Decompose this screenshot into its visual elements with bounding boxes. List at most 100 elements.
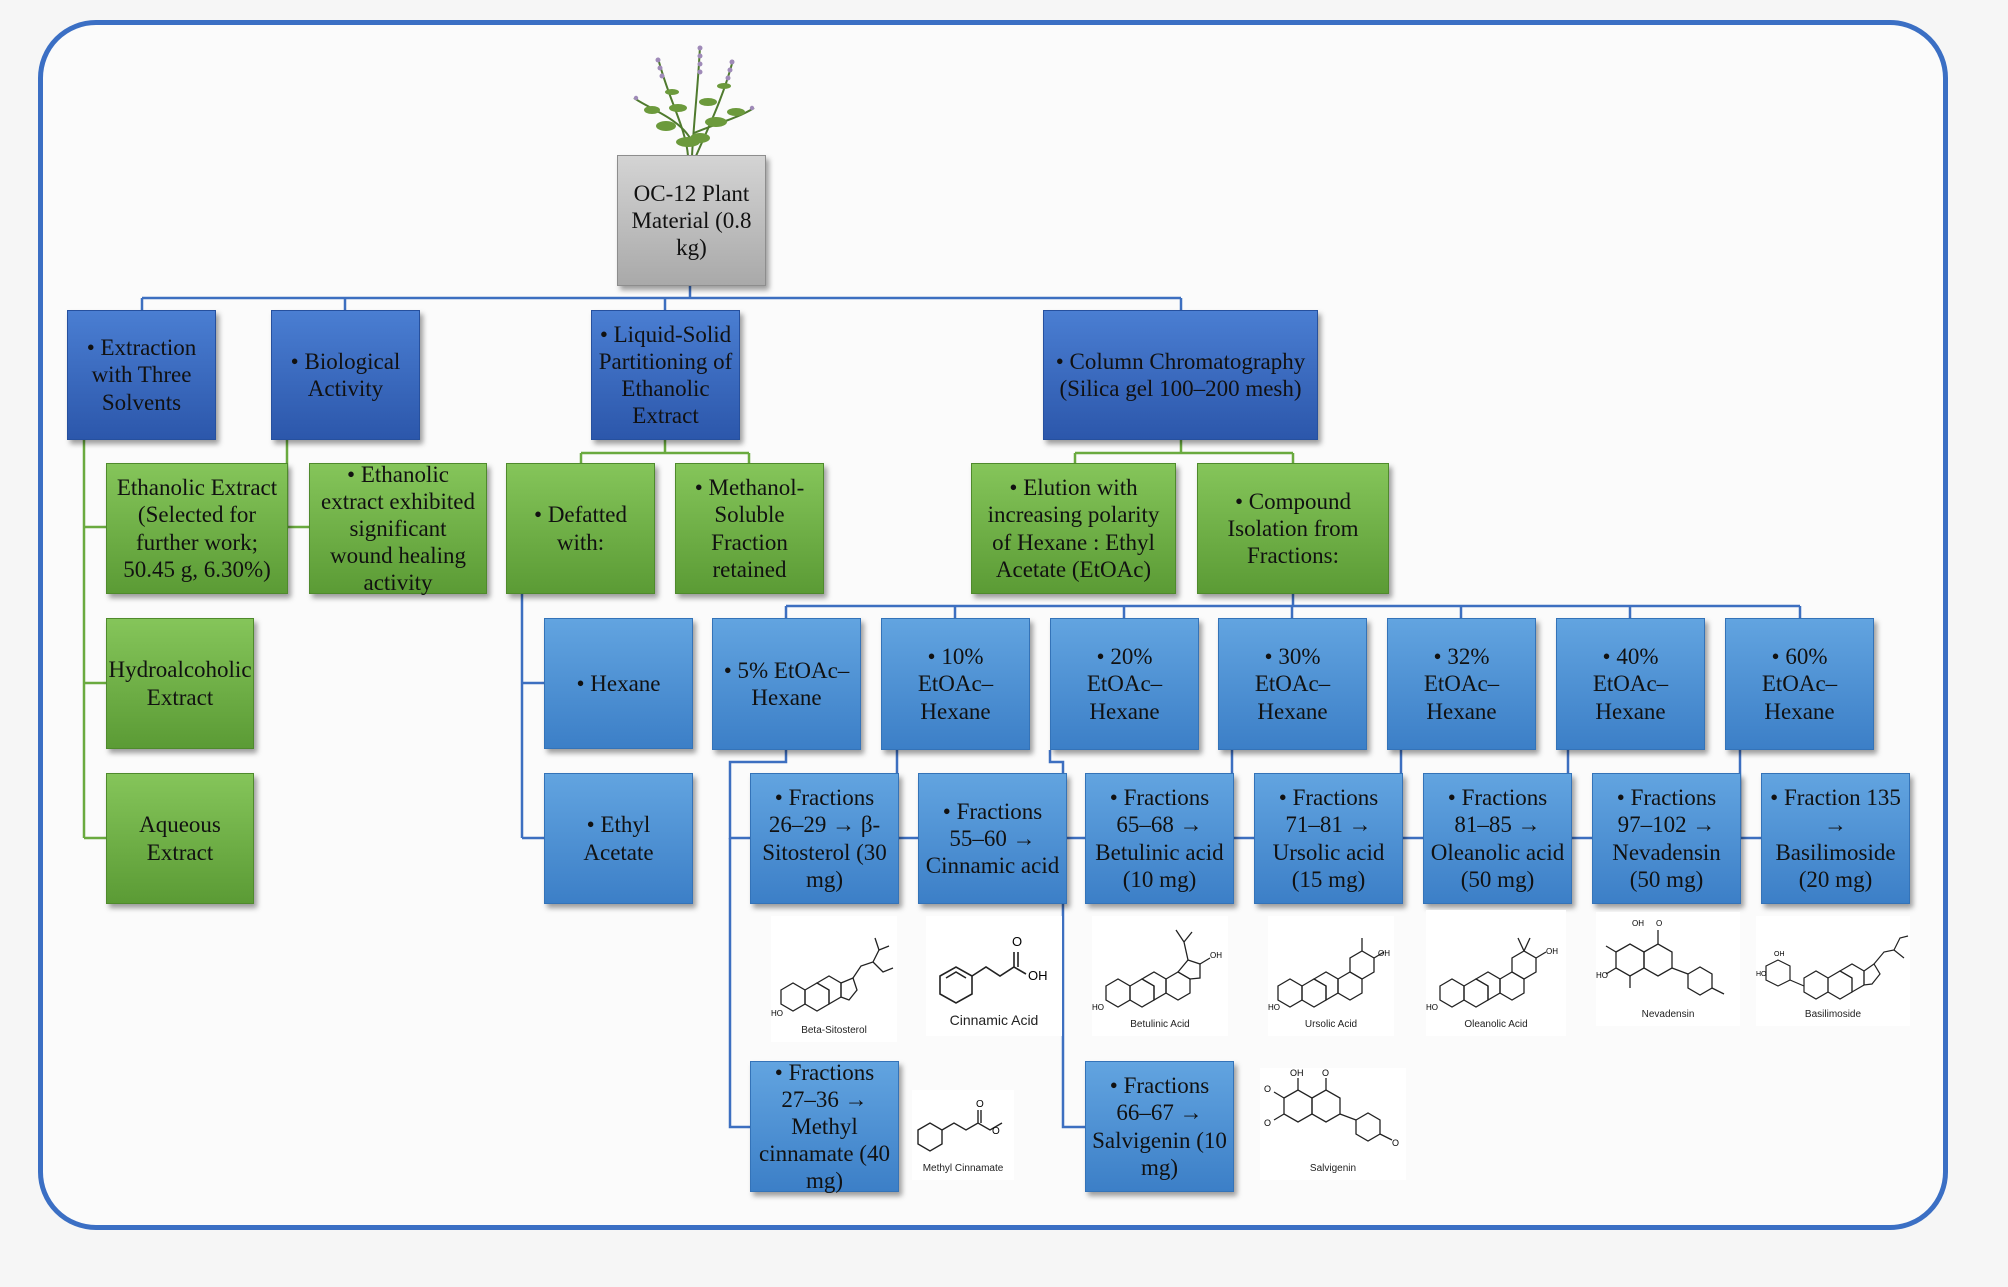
cinnamic-acid-structure: O OH Cinnamic Acid <box>926 916 1062 1036</box>
betulinic-acid-structure: HO OH Betulinic Acid <box>1092 916 1228 1036</box>
fraction-box: Fractions 71–81 → Ursolic acid (15 mg) <box>1254 773 1403 904</box>
atom-label: OH <box>1210 951 1222 960</box>
fraction-box-salvigenin: Fractions 66–67 → Salvigenin (10 mg) <box>1085 1061 1234 1192</box>
hexane-box: Hexane <box>544 618 693 749</box>
molecule-name: Betulinic Acid <box>1130 1019 1190 1030</box>
cinnamic-acid-icon: O OH <box>939 934 1048 1004</box>
solvent-box: 32% EtOAc–Hexane <box>1387 618 1536 750</box>
methanol-fraction-box: Methanol-Soluble Fraction retained <box>675 463 824 594</box>
solvent-label: 40% EtOAc–Hexane <box>1563 643 1698 724</box>
molecule-name: Salvigenin <box>1309 1163 1357 1174</box>
fraction-label: Fractions 65–68 → Betulinic acid (10 mg) <box>1092 784 1227 893</box>
molecule-name: Oleanolic Acid <box>1464 1019 1528 1030</box>
solvent-box: 30% EtOAc–Hexane <box>1218 618 1367 750</box>
atom-label: O <box>976 1099 984 1110</box>
column-chromatography-label: Column Chromatography (Silica gel 100–20… <box>1050 348 1311 402</box>
compound-isolation-label: Compound Isolation from Fractions: <box>1204 488 1382 569</box>
methanol-fraction-label: Methanol-Soluble Fraction retained <box>682 474 817 583</box>
atom-label: OH <box>1378 949 1390 958</box>
fraction-box: Fractions 81–85 → Oleanolic acid (50 mg) <box>1423 773 1572 904</box>
oleanolic-acid-structure: HO OH Oleanolic Acid <box>1426 910 1566 1036</box>
fraction-box-methyl-cinnamate: Fractions 27–36 → Methyl cinnamate (40 m… <box>750 1059 899 1195</box>
atom-label: HO <box>1756 971 1767 978</box>
atom-label: O <box>1012 934 1022 949</box>
betulinic-acid-icon: HO OH <box>1092 929 1222 1012</box>
wound-healing-result-label: Ethanolic extract exhibited significant … <box>316 461 480 597</box>
fraction-label: Fractions 66–67 → Salvigenin (10 mg) <box>1092 1072 1227 1181</box>
fraction-label: Fractions 81–85 → Oleanolic acid (50 mg) <box>1430 784 1565 893</box>
salvigenin-icon: OH O O O O <box>1264 1068 1399 1148</box>
ethyl-acetate-label: Ethyl Acetate <box>551 811 686 865</box>
fraction-label: Fractions 71–81 → Ursolic acid (15 mg) <box>1261 784 1396 893</box>
atom-label: OH <box>1290 1068 1304 1078</box>
ursolic-acid-icon: HO OH <box>1268 938 1390 1012</box>
solvent-box: 10% EtOAc–Hexane <box>881 618 1030 750</box>
biological-activity-label: Biological Activity <box>278 348 413 402</box>
hydroalcoholic-extract-label: Hydroalcoholic Extract <box>108 657 252 710</box>
molecule-name: Beta-Sitosterol <box>801 1025 867 1036</box>
root-label: OC-12 Plant Material (0.8 kg) <box>631 180 752 261</box>
atom-label: HO <box>1426 1003 1438 1012</box>
solvent-label: 10% EtOAc–Hexane <box>888 643 1023 724</box>
defatted-label: Defatted with: <box>513 501 648 555</box>
solvent-box: 20% EtOAc–Hexane <box>1050 618 1199 750</box>
molecule-name: Ursolic Acid <box>1304 1019 1358 1030</box>
elution-box: Elution with increasing polarity of Hexa… <box>971 463 1176 594</box>
ethanolic-extract-box: Ethanolic Extract (Selected for further … <box>106 463 288 594</box>
ethyl-acetate-box: Ethyl Acetate <box>544 773 693 904</box>
ethanolic-extract-label: Ethanolic Extract (Selected for further … <box>116 475 278 582</box>
aqueous-extract-box: Aqueous Extract <box>106 773 254 904</box>
atom-label: HO <box>1268 1003 1280 1012</box>
atom-label: O <box>1264 1084 1271 1094</box>
molecule-name: Cinnamic Acid <box>949 1012 1039 1028</box>
solvent-box: 5% EtOAc–Hexane <box>712 618 861 750</box>
hydroalcoholic-extract-box: Hydroalcoholic Extract <box>106 618 254 749</box>
atom-label: OH <box>1546 947 1558 956</box>
partitioning-label: Liquid-Solid Partitioning of Ethanolic E… <box>598 321 733 430</box>
fraction-box: Fractions 55–60 → Cinnamic acid <box>918 773 1067 904</box>
oleanolic-acid-icon: HO OH <box>1426 937 1558 1012</box>
atom-label: HO <box>1092 1003 1104 1012</box>
plant-image <box>633 45 755 156</box>
atom-label: O <box>1656 919 1662 928</box>
nevadensin-structure: OH O HO Nevadensin <box>1596 912 1740 1026</box>
ursolic-acid-structure: HO OH Ursolic Acid <box>1268 916 1394 1036</box>
nevadensin-icon: OH O HO <box>1596 919 1725 996</box>
solvent-label: 60% EtOAc–Hexane <box>1732 643 1867 724</box>
atom-label: OH <box>1028 968 1048 983</box>
root-plant-material-box: OC-12 Plant Material (0.8 kg) <box>617 155 766 286</box>
atom-label: O <box>1264 1118 1271 1128</box>
atom-label: HO <box>1596 971 1608 980</box>
beta-sitosterol-icon: HO <box>771 937 894 1018</box>
aqueous-extract-label: Aqueous Extract <box>139 812 221 865</box>
beta-sitosterol-structure: HO Beta-Sitosterol <box>771 916 897 1042</box>
fraction-box: Fractions 65–68 → Betulinic acid (10 mg) <box>1085 773 1234 904</box>
molecule-name: Nevadensin <box>1641 1009 1695 1020</box>
atom-label: HO <box>771 1009 783 1018</box>
fraction-label: Fractions 26–29 → β-Sitosterol (30 mg) <box>757 784 892 893</box>
atom-label: O <box>992 1126 1000 1137</box>
atom-label: O <box>1322 1068 1329 1078</box>
solvent-label: 30% EtOAc–Hexane <box>1225 643 1360 724</box>
basilimoside-structure: OH HO Basilimoside <box>1756 916 1910 1026</box>
extraction-box: Extraction with Three Solvents <box>67 310 216 440</box>
solvent-box: 40% EtOAc–Hexane <box>1556 618 1705 750</box>
fraction-box: Fraction 135 → Basilimoside (20 mg) <box>1761 773 1910 904</box>
biological-activity-box: Biological Activity <box>271 310 420 440</box>
fraction-label: Fraction 135 → Basilimoside (20 mg) <box>1768 784 1903 893</box>
hexane-label: Hexane <box>576 670 660 697</box>
atom-label: OH <box>1632 919 1644 928</box>
molecule-name: Basilimoside <box>1804 1009 1862 1020</box>
methyl-cinnamate-structure: O O Methyl Cinnamate <box>912 1090 1014 1180</box>
extraction-label: Extraction with Three Solvents <box>74 334 209 415</box>
fraction-label: Fractions 27–36 → Methyl cinnamate (40 m… <box>757 1059 892 1195</box>
fraction-label: Fractions 97–102 → Nevadensin (50 mg) <box>1599 784 1734 893</box>
solvent-label: 5% EtOAc–Hexane <box>719 657 854 711</box>
defatted-box: Defatted with: <box>506 463 655 594</box>
compound-isolation-box: Compound Isolation from Fractions: <box>1197 463 1389 594</box>
fraction-label: Fractions 55–60 → Cinnamic acid <box>925 798 1060 879</box>
molecule-name: Methyl Cinnamate <box>922 1163 1004 1174</box>
solvent-label: 32% EtOAc–Hexane <box>1394 643 1529 724</box>
solvent-box: 60% EtOAc–Hexane <box>1725 618 1874 750</box>
solvent-label: 20% EtOAc–Hexane <box>1057 643 1192 724</box>
